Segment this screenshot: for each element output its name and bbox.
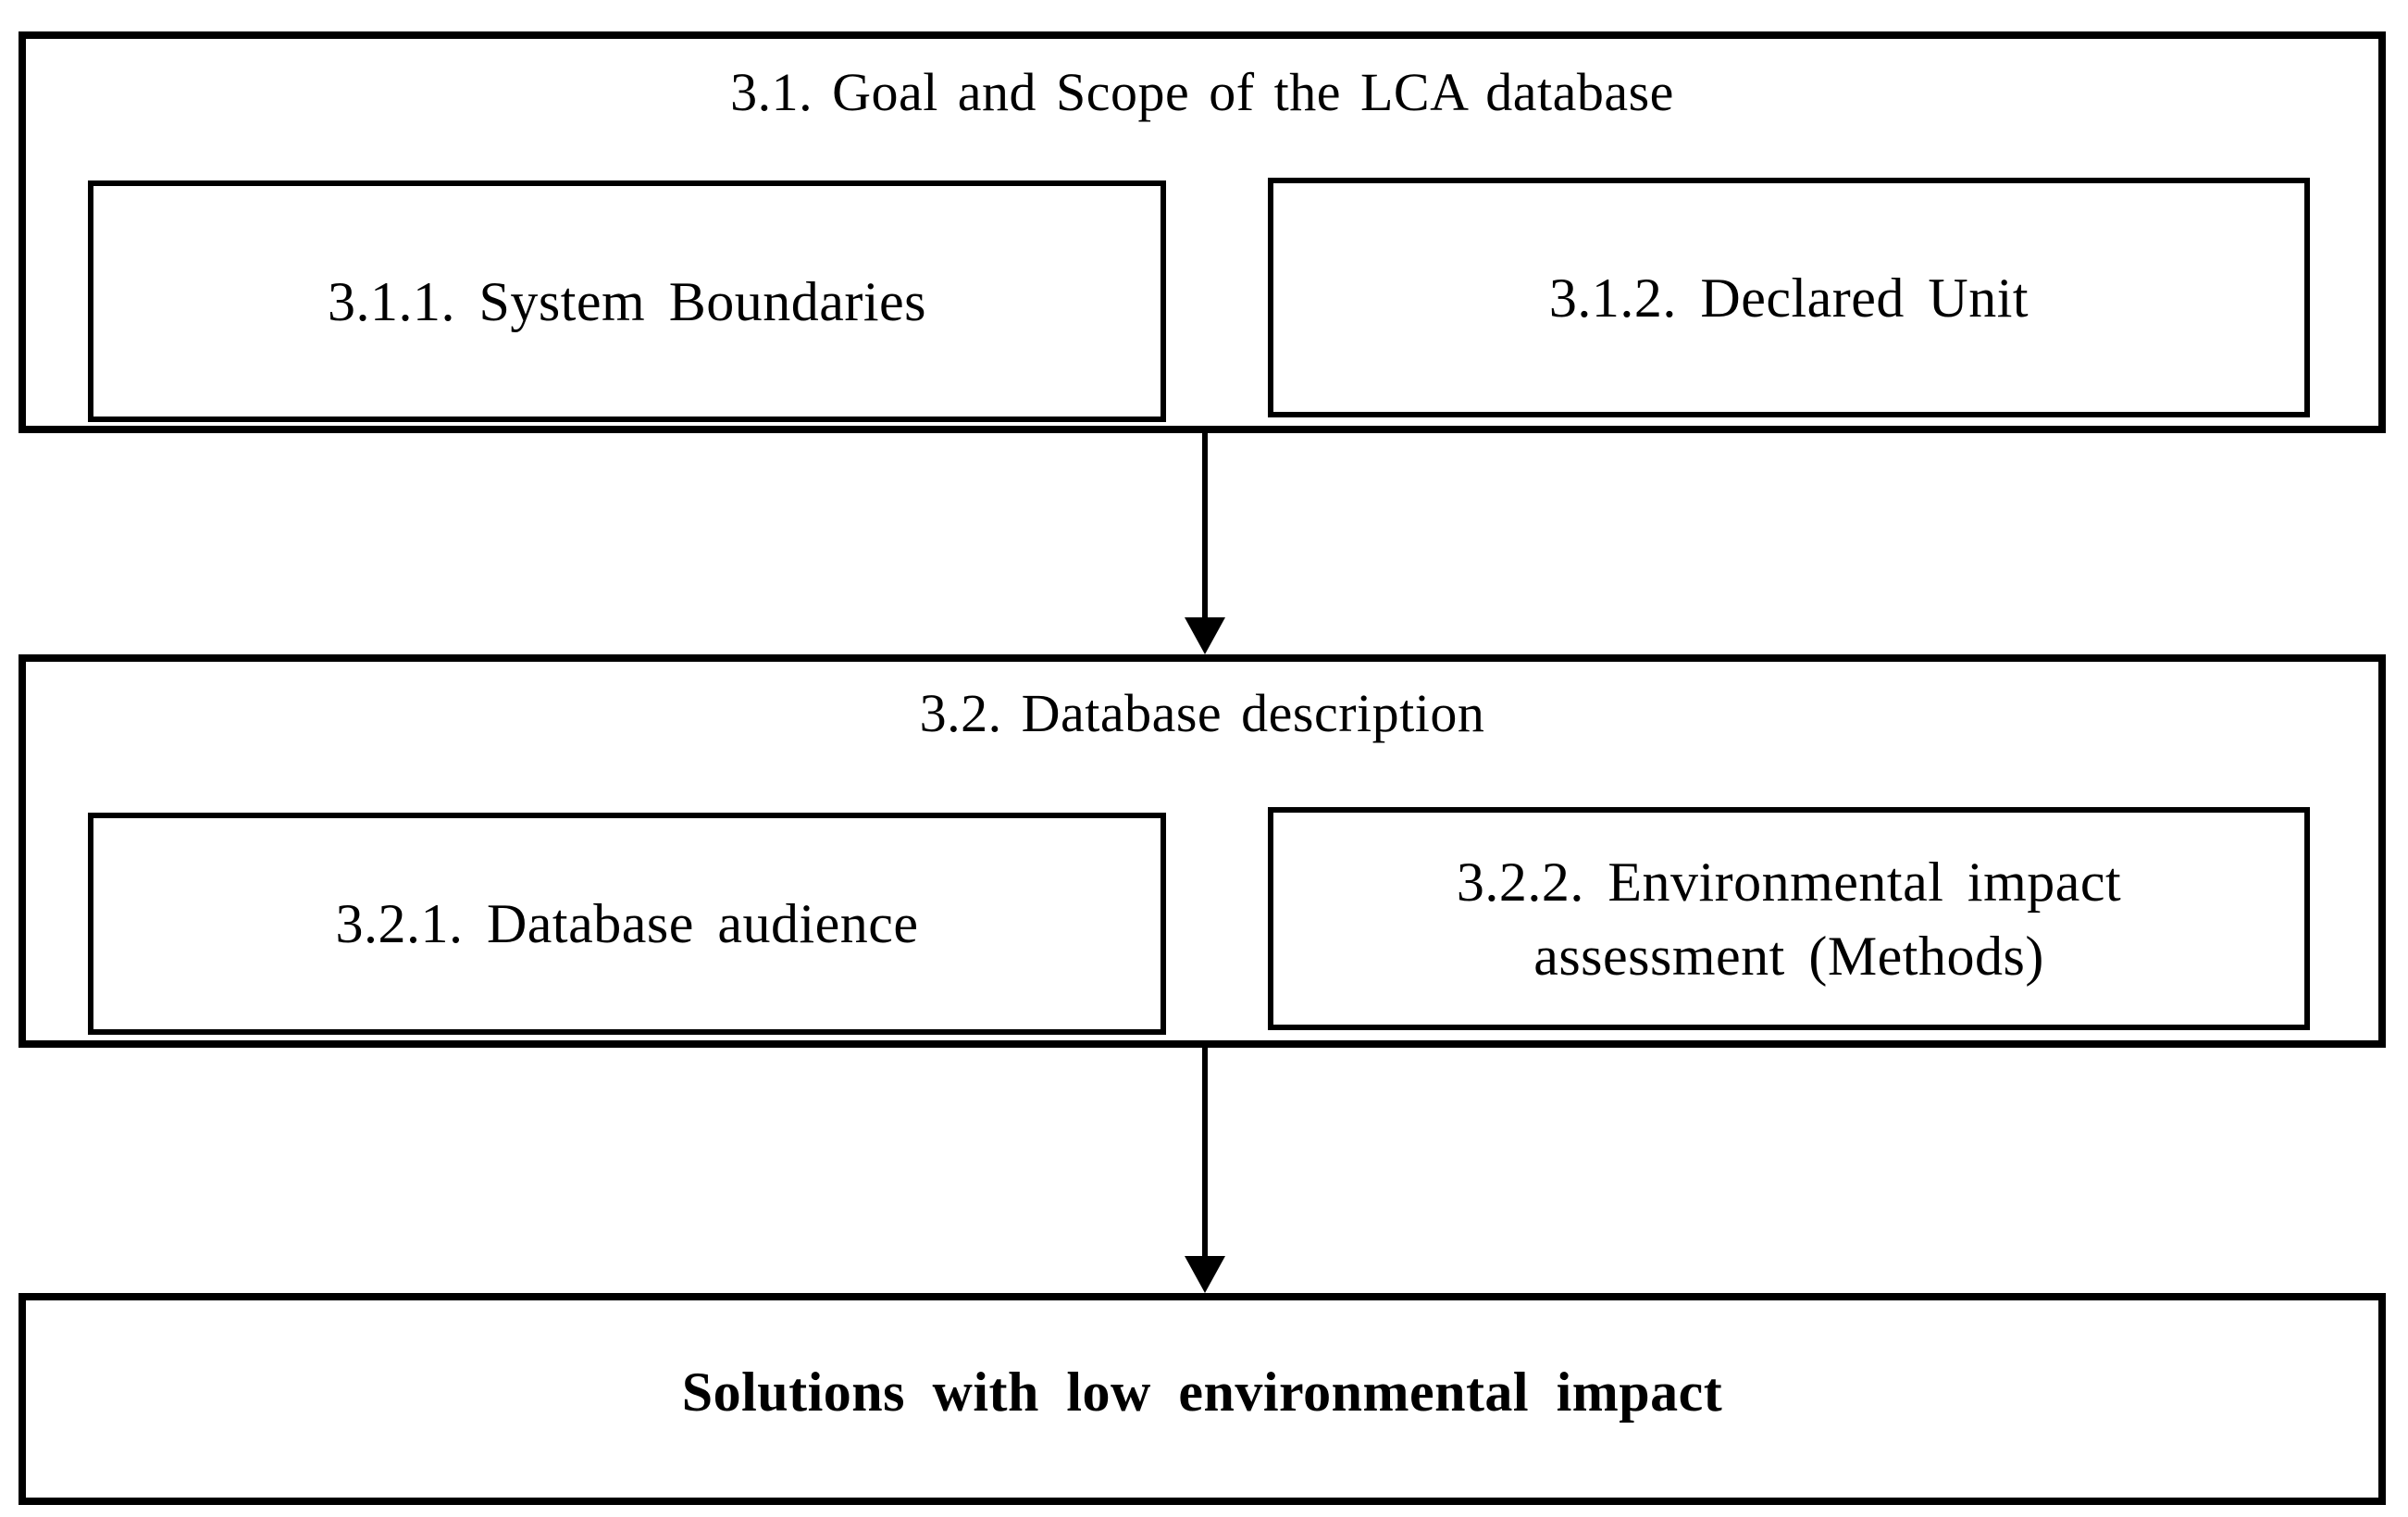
arrow-line [1202,433,1208,623]
database-audience-label: 3.2.1. Database audience [335,893,919,954]
database-audience-box: 3.2.1. Database audience [88,813,1166,1035]
arrow-down-icon [1185,1256,1225,1293]
goal-and-scope-title: 3.1. Goal and Scope of the LCA database [730,62,1674,122]
solutions-result-box: Solutions with low environmental impact [19,1293,2386,1505]
arrow-down-icon [1185,617,1225,654]
arrow-line [1202,1048,1208,1259]
environmental-impact-assessment-box: 3.2.2. Environmental impact assessment (… [1268,807,2310,1030]
system-boundaries-box: 3.1.1. System Boundaries [88,180,1166,422]
solutions-result-label: Solutions with low environmental impact [681,1362,1723,1423]
environmental-impact-assessment-label: 3.2.2. Environmental impact assessment (… [1456,851,2122,987]
declared-unit-label: 3.1.2. Declared Unit [1548,267,2029,329]
declared-unit-box: 3.1.2. Declared Unit [1268,178,2310,417]
system-boundaries-label: 3.1.1. System Boundaries [328,270,926,332]
database-description-title: 3.2. Database description [919,683,1485,743]
database-description-box: 3.2. Database description 3.2.1. Databas… [19,654,2386,1048]
goal-and-scope-box: 3.1. Goal and Scope of the LCA database … [19,31,2386,433]
